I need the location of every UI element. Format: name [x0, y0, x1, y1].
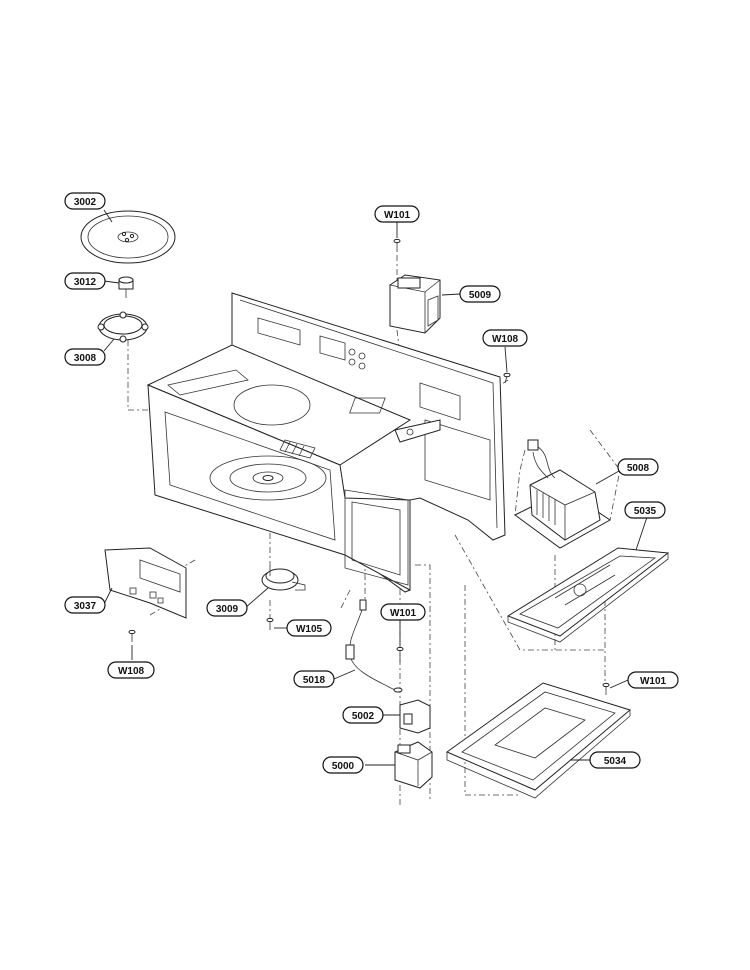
callout-w101-right: W101 [627, 671, 679, 689]
callout-text: 5000 [332, 761, 355, 772]
fuse-holder [394, 741, 433, 789]
callout-text: W105 [296, 624, 323, 635]
callout-text: W101 [384, 210, 411, 221]
callout-5009: 5009 [459, 285, 501, 303]
callout-3008: 3008 [64, 348, 106, 366]
callout-text: 5002 [352, 711, 375, 722]
magnetron [389, 274, 441, 334]
callout-text: 3012 [74, 277, 97, 288]
callout-w105: W105 [286, 619, 332, 637]
vent-grille-top [349, 397, 386, 414]
callout-w108-right: W108 [482, 329, 528, 347]
callout-3002: 3002 [64, 192, 106, 210]
bottom-cover [445, 682, 632, 799]
callout-labels: 3002 3012 3008 W101 5009 W108 5008 5035 [64, 192, 679, 774]
screw-w101-top [393, 238, 401, 252]
callout-text: 5035 [634, 506, 657, 517]
screw-w101-right [602, 682, 610, 695]
base-plate [506, 547, 670, 643]
transformer [514, 439, 611, 549]
callout-text: W108 [492, 334, 519, 345]
callout-text: W101 [640, 676, 667, 687]
roller-ring [97, 311, 149, 343]
oven-cavity [146, 292, 506, 593]
callout-text: 3009 [216, 604, 239, 615]
screw-w108-left [128, 629, 136, 642]
callout-text: W101 [390, 608, 417, 619]
callout-5018: 5018 [293, 670, 335, 688]
callout-text: 3037 [74, 601, 97, 612]
control-bracket [104, 547, 187, 619]
callout-text: 5009 [469, 290, 492, 301]
callout-w101-top: W101 [374, 205, 420, 223]
screw-w105 [266, 617, 274, 630]
callout-text: W108 [118, 666, 145, 677]
callout-5002: 5002 [342, 706, 384, 724]
turntable-coupler [118, 276, 134, 298]
callout-5035: 5035 [624, 501, 666, 519]
callout-text: 5034 [604, 756, 627, 767]
callout-3012: 3012 [64, 272, 106, 290]
callout-5000: 5000 [322, 756, 364, 774]
callout-3037: 3037 [64, 596, 106, 614]
switch-bracket [399, 699, 431, 734]
callout-text: 3008 [74, 353, 97, 364]
callout-5034: 5034 [589, 751, 641, 769]
callout-w108-left: W108 [107, 661, 155, 679]
turntable-motor [261, 565, 306, 591]
screw-w101-mid [396, 646, 404, 662]
callout-text: 3002 [74, 197, 97, 208]
callout-text: 5008 [627, 463, 650, 474]
callout-w101-mid: W101 [380, 603, 426, 621]
screw-w108-right [503, 372, 511, 384]
sensor-harness [345, 599, 403, 693]
callout-5008: 5008 [617, 458, 659, 476]
callout-text: 5018 [303, 675, 326, 686]
callout-3009: 3009 [206, 599, 248, 617]
turntable-tray [80, 210, 176, 264]
